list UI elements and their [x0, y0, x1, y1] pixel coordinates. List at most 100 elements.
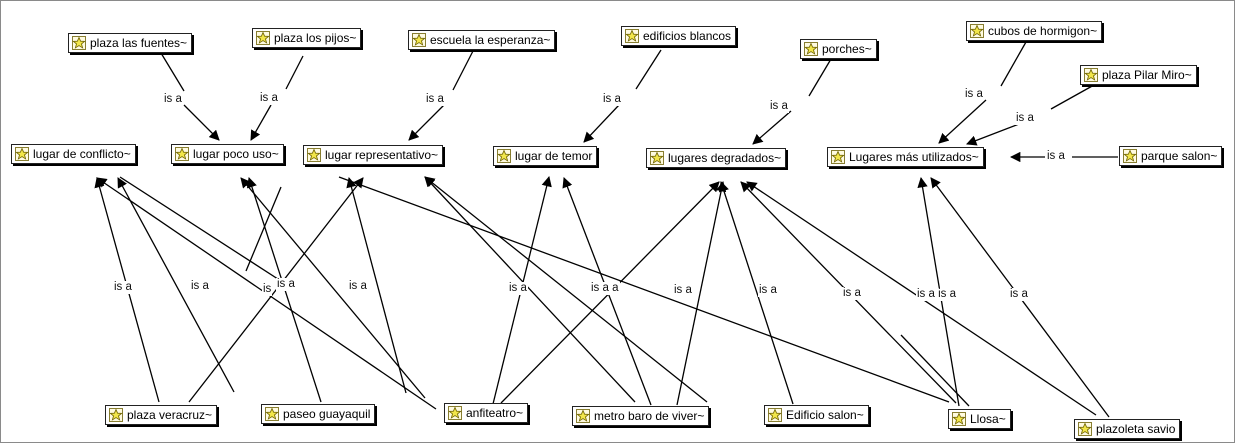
- concept-star-icon: [412, 33, 426, 47]
- concept-star-icon: [1078, 422, 1092, 436]
- concept-label: metro baro de viver~: [594, 409, 705, 423]
- concept-label: lugar representativo~: [325, 148, 439, 162]
- edge-line: [285, 55, 304, 90]
- concept-label: plaza Pilar Miro~: [1102, 68, 1192, 82]
- edge-line: [1000, 41, 1027, 87]
- concept-label: edificios blancos: [643, 29, 732, 43]
- concept-star-icon: [109, 408, 123, 422]
- edge-line: [408, 104, 445, 141]
- concept-paseo-guayaquil[interactable]: paseo guayaquil: [261, 404, 376, 424]
- edge-line: [676, 180, 727, 406]
- concept-label: Edificio salon~: [786, 408, 864, 422]
- concept-plaza-los-pijos[interactable]: plaza los pijos~: [252, 28, 362, 48]
- concept-star-icon: [768, 408, 782, 422]
- concept-plaza-pilar-miro[interactable]: plaza Pilar Miro~: [1080, 65, 1197, 85]
- link-label: is: [262, 283, 273, 296]
- concept-edificio-salon[interactable]: Edificio salon~: [764, 405, 869, 425]
- link-label: is a: [842, 287, 862, 300]
- concept-star-icon: [576, 409, 590, 423]
- concept-label: lugar de conflicto~: [33, 147, 131, 161]
- concept-star-icon: [831, 150, 845, 164]
- concept-plaza-las-fuentes[interactable]: plaza las fuentes~: [68, 33, 193, 53]
- concept-star-icon: [952, 412, 966, 426]
- concept-star-icon: [1123, 149, 1137, 163]
- concept-lugares-degradados[interactable]: lugares degradados~: [646, 148, 787, 168]
- link-label: is a: [1015, 112, 1035, 125]
- concept-lugar-representativo[interactable]: lugar representativo~: [303, 145, 444, 165]
- concept-label: Lugares más utilizados~: [849, 150, 979, 164]
- concept-label: plaza las fuentes~: [90, 36, 188, 50]
- edge-line: [424, 176, 708, 403]
- concept-label: porches~: [822, 42, 872, 56]
- edge-line: [808, 58, 832, 97]
- concept-label: lugar de temor: [515, 149, 593, 163]
- link-label: is a: [113, 281, 133, 294]
- link-label: is a: [425, 93, 445, 106]
- edge-line: [583, 104, 620, 143]
- link-label: is a: [348, 280, 368, 293]
- edge-line: [119, 176, 282, 282]
- edge-line: [117, 177, 235, 393]
- concept-lugar-de-temor[interactable]: lugar de temor: [493, 146, 598, 166]
- concept-label: escuela la esperanza~: [430, 33, 551, 47]
- link-label: is a a: [590, 282, 620, 295]
- concept-star-icon: [256, 31, 270, 45]
- concept-label: plazoleta savio: [1096, 422, 1176, 436]
- concept-plazoleta-savio[interactable]: plazoleta savio: [1074, 419, 1181, 439]
- edge-line: [245, 186, 282, 272]
- concept-label: cubos de hormigon~: [988, 24, 1098, 38]
- edge-line: [966, 123, 1020, 146]
- concept-star-icon: [1084, 68, 1098, 82]
- concept-star-icon: [307, 148, 321, 162]
- edge-line: [338, 176, 950, 403]
- link-label: is a: [758, 284, 778, 297]
- concept-lugar-de-conflicto[interactable]: lugar de conflicto~: [11, 144, 136, 164]
- link-label: is a: [276, 278, 296, 291]
- concept-edificios-blancos[interactable]: edificios blancos: [621, 26, 737, 46]
- link-label: is a: [964, 88, 984, 101]
- edge-line: [240, 177, 426, 399]
- link-label: is a: [769, 100, 789, 113]
- concept-star-icon: [15, 147, 29, 161]
- concept-label: plaza veracruz~: [127, 408, 213, 422]
- link-label: is a: [1046, 150, 1066, 163]
- concept-porches[interactable]: porches~: [800, 39, 877, 59]
- concept-label: plaza los pijos~: [274, 31, 357, 45]
- concept-label: anfiteatro~: [466, 406, 524, 420]
- concept-star-icon: [497, 149, 511, 163]
- concept-star-icon: [448, 406, 462, 420]
- edge-line: [938, 99, 987, 144]
- concept-lugar-poco-uso[interactable]: lugar poco uso~: [171, 144, 284, 164]
- edge-line: [424, 176, 636, 403]
- concept-llosa[interactable]: Llosa~: [948, 409, 1011, 429]
- concept-parque-salon[interactable]: parque salon~: [1119, 146, 1223, 166]
- concept-label: lugares degradados~: [668, 151, 782, 165]
- edge-line: [452, 50, 474, 91]
- concept-star-icon: [72, 36, 86, 50]
- link-label: is a: [259, 92, 279, 105]
- concept-star-icon: [970, 24, 984, 38]
- edge-line: [346, 176, 407, 394]
- concept-anfiteatro[interactable]: anfiteatro~: [444, 403, 529, 423]
- concept-label: paseo guayaquil: [283, 407, 371, 421]
- concept-escuela-la-esperanza[interactable]: escuela la esperanza~: [408, 30, 556, 50]
- concept-star-icon: [650, 151, 664, 165]
- edge-line: [718, 181, 794, 405]
- edge-line: [900, 334, 970, 407]
- concept-star-icon: [265, 407, 279, 421]
- edge-line: [635, 49, 662, 90]
- concept-metro-baro-de-viver[interactable]: metro baro de viver~: [572, 406, 710, 426]
- link-label: is a: [163, 93, 183, 106]
- concept-label: parque salon~: [1141, 149, 1218, 163]
- concept-lugares-mas-utilizados[interactable]: Lugares más utilizados~: [827, 147, 984, 167]
- edge-line: [160, 52, 185, 92]
- concept-plaza-veracruz[interactable]: plaza veracruz~: [105, 405, 218, 425]
- concept-star-icon: [175, 147, 189, 161]
- edge-line: [752, 110, 792, 145]
- link-label: is a: [190, 280, 210, 293]
- concept-label: Llosa~: [970, 412, 1006, 426]
- edge-line: [183, 104, 220, 141]
- link-label: is a: [1009, 288, 1029, 301]
- concept-cubos-de-hormigon[interactable]: cubos de hormigon~: [966, 21, 1103, 41]
